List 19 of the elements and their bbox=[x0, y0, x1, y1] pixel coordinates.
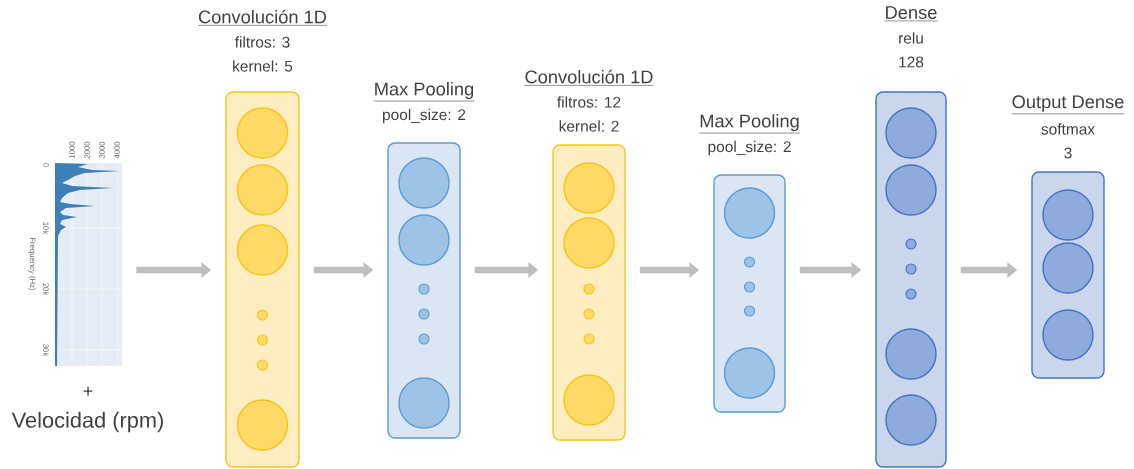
layer-title: Convolución 1D bbox=[524, 69, 654, 86]
layer-title: Dense bbox=[884, 6, 938, 22]
layer-parameter: 3 bbox=[1064, 147, 1072, 159]
layer-title: Output Dense bbox=[1011, 95, 1125, 115]
input-label: Velocidad (rpm) bbox=[11, 411, 163, 433]
layer-title: Max Pooling bbox=[698, 114, 801, 134]
layer-parameter: pool_size: 2 bbox=[708, 140, 791, 156]
layer-parameter: relu bbox=[899, 32, 923, 44]
layer-parameter: pool_size: 2 bbox=[383, 108, 466, 124]
plus-sign: + bbox=[83, 386, 93, 396]
layer-parameter: kernel: 2 bbox=[559, 120, 619, 132]
layer-parameter: filtros: 3 bbox=[234, 36, 290, 48]
layer-parameter: softmax bbox=[1041, 123, 1095, 135]
layer-parameter: kernel: 5 bbox=[233, 60, 293, 72]
layer-parameter: filtros: 12 bbox=[557, 96, 621, 108]
layer-title: Convolución 1D bbox=[197, 9, 328, 26]
layer-parameter: 128 bbox=[899, 56, 924, 68]
picture bbox=[54, 162, 123, 367]
layer-title: Max Pooling bbox=[373, 82, 475, 102]
